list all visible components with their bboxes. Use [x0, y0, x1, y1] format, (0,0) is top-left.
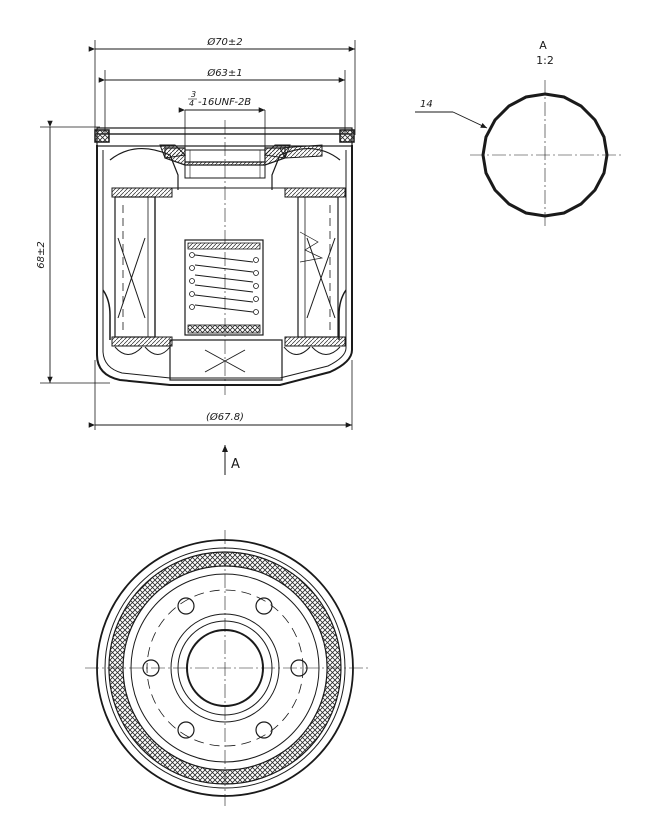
detail-scale: 1:2 — [536, 54, 554, 67]
height-text: 68±2 — [36, 241, 47, 268]
gasket-ring-hatch — [108, 551, 342, 785]
gasket-right — [339, 129, 355, 143]
height-dimension: 68±2 — [36, 120, 110, 384]
inner-diameter-dimension: Ø63±1 — [98, 67, 346, 135]
hex-nut-outline — [481, 92, 609, 218]
threaded-hub — [109, 144, 341, 190]
base-diameter-dimension: (Ø67.8) — [88, 360, 353, 430]
view-arrow-a: A — [222, 445, 240, 475]
element-bottom — [102, 289, 347, 381]
flow-hole — [177, 597, 195, 615]
detail-title: A — [539, 39, 547, 52]
gasket-left — [94, 129, 110, 143]
flow-hole — [255, 597, 273, 615]
inner-diameter-text: Ø63±1 — [206, 67, 242, 79]
outer-diameter-dimension: Ø70±2 — [88, 36, 356, 135]
detail-view-a: A 1:2 14 — [415, 39, 622, 228]
flow-hole — [255, 721, 273, 739]
view-arrow-label: A — [231, 457, 240, 472]
filter-housing — [94, 127, 355, 386]
element-top-caps — [111, 187, 346, 198]
base-diameter-text: (Ø67.8) — [206, 411, 244, 423]
outer-diameter-text: Ø70±2 — [206, 36, 242, 48]
filter-media-left — [114, 196, 156, 338]
bypass-valve-spring — [184, 239, 264, 336]
thread-spec-text: -16UNF-2B — [198, 97, 251, 108]
callout-label: 14 — [420, 99, 433, 110]
thread-fraction-denominator: 4 — [189, 99, 194, 108]
bottom-view — [85, 530, 368, 806]
flow-hole — [177, 721, 195, 739]
filter-media-right — [297, 196, 339, 338]
thread-fraction-numerator: 3 — [191, 90, 196, 99]
section-view: Ø70±2 Ø63±1 3 4 -16UNF-2B 68±2 — [36, 36, 356, 430]
